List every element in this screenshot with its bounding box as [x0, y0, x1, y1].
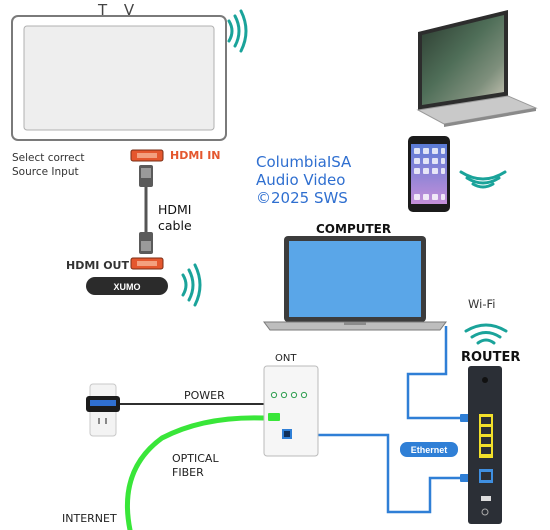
- ethernet-badge: [400, 442, 458, 457]
- router: [468, 366, 502, 524]
- ethernet-label: Ethernet: [411, 445, 448, 455]
- hdmi-out-label: HDMI OUT: [66, 259, 129, 272]
- optical-fiber: [124, 415, 267, 530]
- laptop: [416, 10, 538, 127]
- computer-label: COMPUTER: [316, 222, 392, 236]
- router-label: ROUTER: [461, 350, 521, 365]
- xumo-box: [86, 277, 168, 295]
- computer: [263, 236, 447, 331]
- wifi-label: Wi-Fi: [468, 297, 496, 311]
- tv: [11, 15, 227, 141]
- tv-title: T V: [98, 1, 141, 19]
- phone-wifi-icon: [459, 170, 507, 189]
- optical-fiber-label: OPTICAL FIBER: [172, 452, 219, 479]
- xumo-wifi-icon: [181, 263, 202, 307]
- internet-label: INTERNET: [62, 512, 117, 525]
- hdmi-in-label: HDMI IN: [170, 149, 221, 162]
- hdmi-cable-label: HDMI cable: [158, 202, 192, 233]
- tv-wifi-icon: [227, 9, 248, 53]
- hdmi-cable: [130, 149, 164, 270]
- phone: [408, 136, 450, 212]
- select-source-note: Select correct Source Input: [12, 152, 85, 178]
- power-outlet: [86, 383, 120, 437]
- ont-label: ONT: [275, 353, 297, 364]
- ethernet-cables: [318, 326, 462, 514]
- brand-caption: ColumbiaISA Audio Video ©2025 SWS: [256, 153, 352, 207]
- xumo-label: XUMO: [114, 282, 141, 292]
- ont: [263, 365, 319, 457]
- power-label: POWER: [184, 389, 225, 402]
- router-wifi-icon: [464, 323, 508, 345]
